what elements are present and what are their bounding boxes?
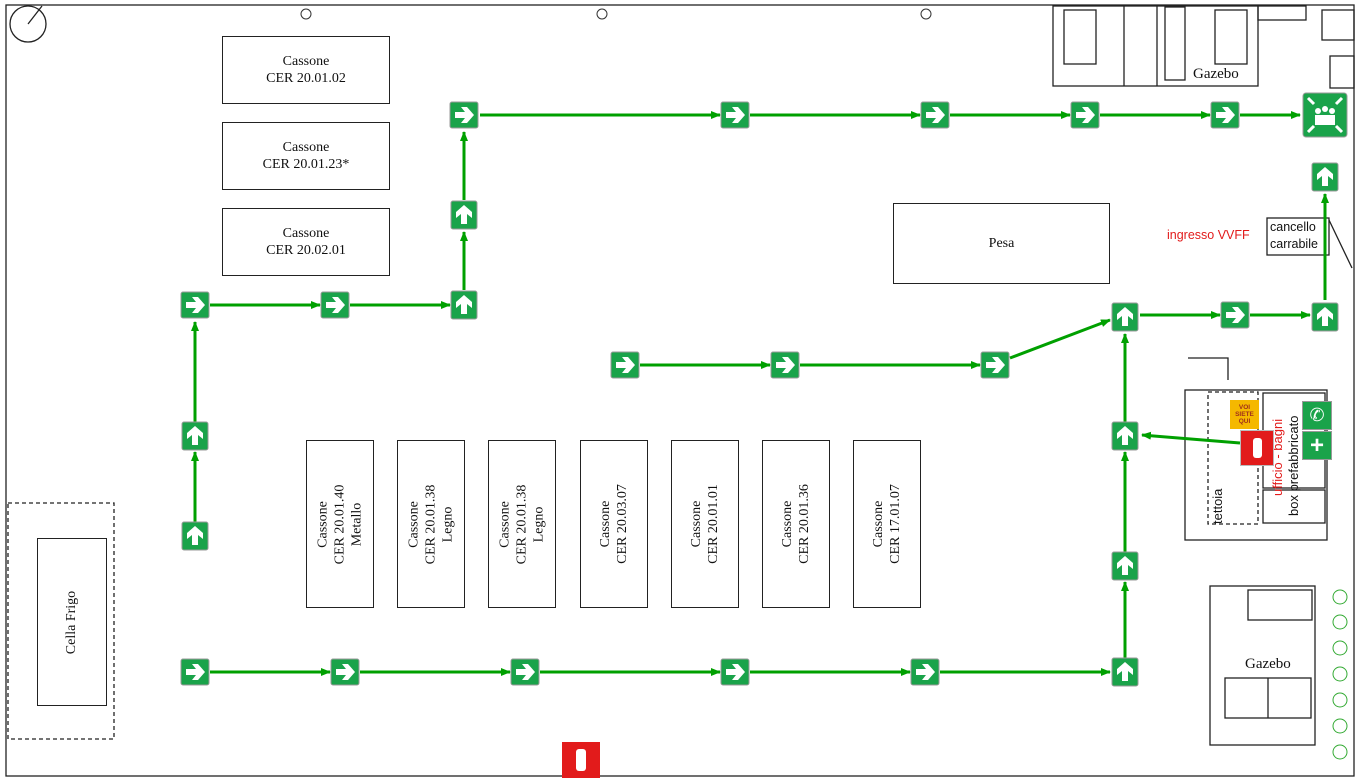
exit-arrow-sign-icon	[180, 658, 210, 686]
tettoia-label: tettoia	[1210, 488, 1225, 524]
container-code: CER 20.01.01	[706, 484, 722, 564]
exit-arrow-sign-icon	[770, 351, 800, 379]
emergency-phone-icon: ✆	[1302, 401, 1332, 430]
exit-arrow-sign-icon	[1210, 101, 1240, 129]
exit-arrow-sign-icon	[1111, 421, 1139, 451]
container-title: Cassone	[497, 500, 513, 548]
cella-frigo-area	[7, 502, 115, 740]
cella-frigo-label: Cella Frigo	[64, 590, 80, 654]
exit-arrow-sign-icon	[720, 658, 750, 686]
container-title: Cassone	[282, 140, 330, 155]
container-code: CER 20.01.38	[514, 484, 530, 564]
exit-arrow-sign-icon	[1111, 551, 1139, 581]
pesa-label: Pesa	[988, 236, 1015, 251]
exit-arrow-sign-icon	[1111, 657, 1139, 687]
cancello-box	[1266, 217, 1330, 256]
exit-arrow-sign-icon	[450, 200, 478, 230]
exit-arrow-sign-icon	[1111, 302, 1139, 332]
exit-arrow-sign-icon	[330, 658, 360, 686]
exit-arrow-sign-icon	[980, 351, 1010, 379]
fire-extinguisher-icon	[1240, 430, 1274, 466]
container-title: Cassone	[282, 54, 330, 69]
exit-arrow-sign-icon	[720, 101, 750, 129]
exit-arrow-sign-icon	[449, 101, 479, 129]
exit-arrow-sign-icon	[1311, 162, 1339, 192]
container-title: Cassone	[282, 226, 330, 241]
you-are-here-icon: VOI SIETE QUI	[1230, 400, 1259, 429]
exit-arrow-sign-icon	[1070, 101, 1100, 129]
container-code: CER 20.01.02	[266, 71, 346, 86]
fire-extinguisher-icon	[562, 742, 600, 778]
exit-arrow-sign-icon	[450, 290, 478, 320]
gazebo-bottom-label: Gazebo	[1245, 656, 1291, 672]
exit-arrow-sign-icon	[320, 291, 350, 319]
tank-circle	[9, 5, 47, 43]
container-code: CER 20.01.23*	[262, 157, 350, 172]
container-title: Cassone	[598, 500, 614, 548]
container-code: CER 17.01.07	[888, 484, 904, 564]
exit-arrow-sign-icon	[181, 421, 209, 451]
container-code: CER 20.01.38	[423, 484, 439, 564]
exit-arrow-sign-icon	[910, 658, 940, 686]
box-prefabbricato-label: box prefabbricato	[1286, 415, 1301, 516]
prefab-area	[1184, 389, 1328, 541]
container-code: CER 20.01.40	[332, 484, 348, 564]
exit-arrow-sign-icon	[1220, 301, 1250, 329]
container-title: Cassone	[406, 500, 422, 548]
site-boundary	[5, 4, 1355, 777]
escape-route-segment	[1009, 318, 1111, 360]
gazebo-top-label: Gazebo	[1193, 66, 1239, 82]
container-title: Cassone	[689, 500, 705, 548]
container-title: Cassone	[315, 500, 331, 548]
container-code: CER 20.02.01	[266, 243, 346, 258]
escape-route-segment	[1141, 431, 1241, 445]
exit-arrow-sign-icon	[920, 101, 950, 129]
exit-arrow-sign-icon	[510, 658, 540, 686]
container-code: CER 20.01.36	[797, 484, 813, 564]
container-material: Metallo	[349, 502, 365, 546]
container-material: Legno	[440, 506, 456, 542]
container-code: CER 20.03.07	[615, 484, 631, 564]
gazebo-bottom-outline	[1209, 585, 1316, 746]
container-title: Cassone	[871, 500, 887, 548]
exit-arrow-sign-icon	[610, 351, 640, 379]
first-aid-icon: +	[1302, 431, 1332, 460]
assembly-point-icon	[1302, 92, 1348, 138]
ingresso-vvff-label: ingresso VVFF	[1167, 228, 1250, 242]
trees	[1332, 589, 1348, 760]
container-title: Cassone	[780, 500, 796, 548]
pesa-area: Pesa	[893, 203, 1110, 284]
gazebo-top-outline	[1052, 5, 1259, 87]
exit-arrow-sign-icon	[181, 521, 209, 551]
container-material: Legno	[531, 506, 547, 542]
cella-frigo: Cella Frigo	[37, 538, 107, 706]
exit-arrow-sign-icon	[1311, 302, 1339, 332]
exit-arrow-sign-icon	[180, 291, 210, 319]
